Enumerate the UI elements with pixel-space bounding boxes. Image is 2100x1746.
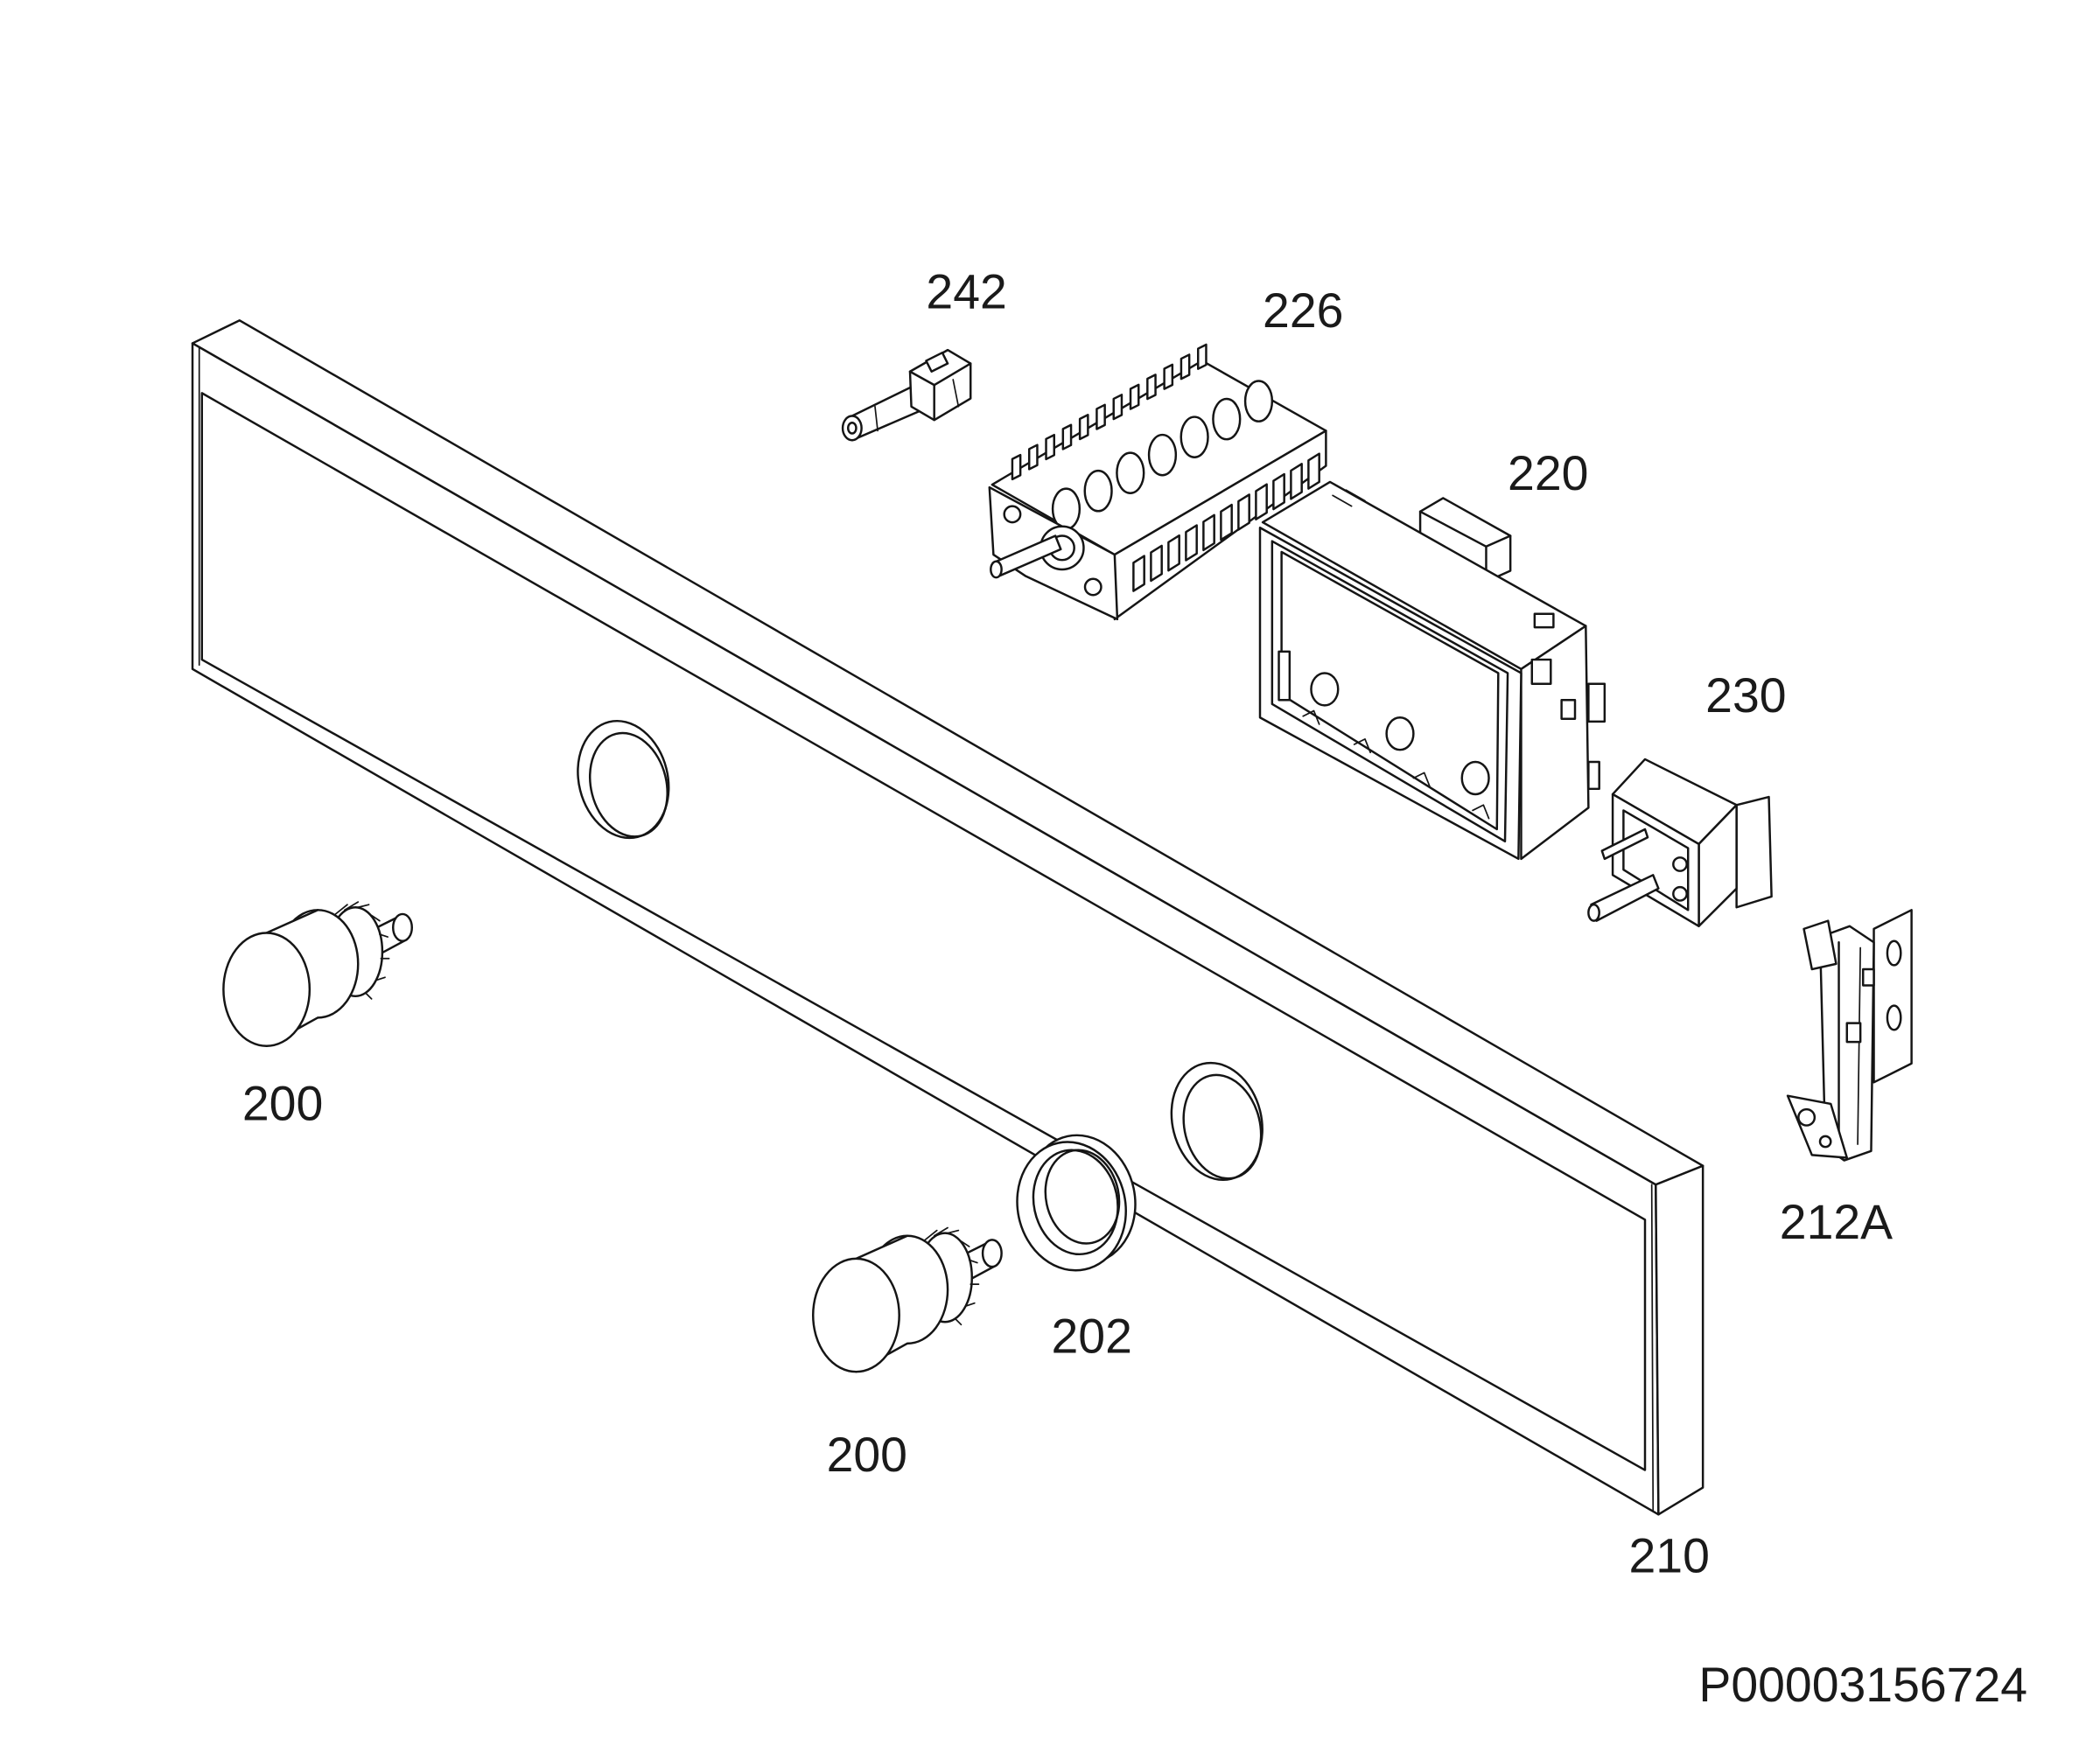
part-230-pin (1600, 828, 1649, 861)
ring-inner-hole (1032, 1149, 1119, 1256)
timer-side-tab (1587, 760, 1600, 791)
timer-connector (1560, 699, 1577, 721)
switch-terminal-row-back (1011, 343, 1208, 481)
bracket-top-hook (1802, 919, 1838, 971)
switch-terminal-blade (1132, 555, 1145, 592)
label-212a: 212A (1780, 1195, 1893, 1249)
panel-knob-hole-right (1170, 1061, 1264, 1182)
switch-part-242 (841, 348, 972, 442)
bracket-tab (1845, 1022, 1862, 1044)
bracket-tab (1862, 967, 1875, 987)
switch-cam (1180, 416, 1209, 458)
switch-cams (1051, 380, 1274, 531)
timer-button-hole (1385, 716, 1415, 751)
timer-bezel-inner (1270, 540, 1509, 843)
switch-screw-hole (1003, 505, 1022, 524)
part-242-clip (925, 351, 949, 373)
switch-cam (1243, 380, 1274, 423)
switch-terminal-blade (1272, 472, 1285, 511)
label-226: 226 (1263, 283, 1343, 338)
ring-inner-edge (1044, 1149, 1121, 1245)
bracket-212a (1786, 909, 1913, 1162)
switch-cam (1147, 433, 1178, 477)
timer-slot (1278, 650, 1292, 702)
switch-terminal-tab (1129, 383, 1140, 410)
panel-edge-line (1650, 1184, 1655, 1512)
label-242: 242 (926, 264, 1006, 318)
switch-terminal-tab (1096, 403, 1106, 430)
selector-switch-226 (988, 343, 1327, 621)
part-242-end (841, 415, 863, 442)
switch-terminal-tab (1197, 343, 1208, 370)
bracket-hole (1886, 939, 1902, 967)
knob-front-face (812, 1257, 900, 1373)
label-230: 230 (1705, 668, 1786, 723)
switch-terminal-tab (1112, 394, 1124, 421)
switch-terminal-blade (1220, 503, 1233, 541)
knob-collar-ribs (922, 1226, 980, 1326)
timer-clips (1302, 709, 1490, 820)
switch-terminal-blade (1150, 544, 1163, 583)
switch-terminal-tab (1078, 414, 1089, 441)
panel-knob-hole-left (577, 719, 670, 840)
switch-part-230 (1587, 758, 1773, 928)
part-labels: 242 226 220 230 200 202 200 210 212A P00… (242, 264, 2027, 1712)
label-200-right: 200 (827, 1428, 907, 1482)
drawing-number: P00003156724 (1698, 1658, 2027, 1712)
knob-collar-ribs (332, 901, 390, 1000)
knob-200-left (222, 901, 413, 1047)
timer-front-bezel (1258, 527, 1522, 861)
panel-recess (200, 392, 1647, 1471)
knob-front-face (222, 932, 312, 1047)
part-230-rivet (1672, 856, 1688, 872)
switch-terminal-tab (1061, 423, 1073, 450)
timer-module-220 (1258, 480, 1606, 861)
part-230-rivet (1672, 885, 1688, 902)
switch-terminal-tab (1163, 363, 1174, 390)
knob-shaft-end (981, 1239, 1003, 1268)
switch-terminal-tab (1146, 374, 1157, 401)
timer-connector (1533, 612, 1555, 629)
switch-terminal-tab (1011, 453, 1022, 481)
part-230-flange (1735, 795, 1773, 909)
timer-side-tab (1587, 682, 1606, 723)
knob-shaft-end (392, 912, 413, 942)
timer-connector (1530, 658, 1552, 686)
label-202: 202 (1051, 1310, 1131, 1364)
switch-terminal-row-front (1132, 452, 1320, 592)
bracket-hole (1797, 1107, 1816, 1127)
switch-cam (1212, 397, 1242, 441)
switch-terminal-tab (1045, 433, 1055, 461)
bezel-ring-202 (1016, 1134, 1137, 1272)
switch-terminal-blade (1255, 483, 1268, 520)
switch-terminal-blade (1202, 513, 1215, 552)
knob-200-right (812, 1226, 1003, 1373)
switch-terminal-tab (1180, 353, 1191, 381)
switch-terminal-blade (1167, 534, 1180, 572)
label-200-left: 200 (242, 1076, 323, 1130)
label-210: 210 (1628, 1528, 1709, 1582)
switch-screw-hole (1083, 577, 1102, 597)
label-220: 220 (1508, 446, 1588, 500)
bracket-hole (1818, 1135, 1832, 1149)
bracket-hole (1886, 1004, 1902, 1031)
switch-terminal-blade (1237, 493, 1250, 531)
bracket-plate (1872, 909, 1913, 1084)
switch-terminal-blade (1185, 524, 1198, 562)
switch-terminal-blade (1307, 452, 1320, 490)
timer-display-window (1280, 550, 1500, 831)
switch-cam (1116, 451, 1145, 494)
panel-side-face (1655, 1164, 1704, 1516)
part-242-housing (908, 348, 972, 422)
timer-button-hole (1310, 672, 1340, 707)
switch-cam (1083, 469, 1113, 513)
timer-button-hole (1460, 760, 1490, 796)
switch-terminal-blade (1290, 463, 1303, 500)
switch-terminal-tab (1027, 443, 1039, 471)
control-panel-210 (191, 319, 1704, 1516)
